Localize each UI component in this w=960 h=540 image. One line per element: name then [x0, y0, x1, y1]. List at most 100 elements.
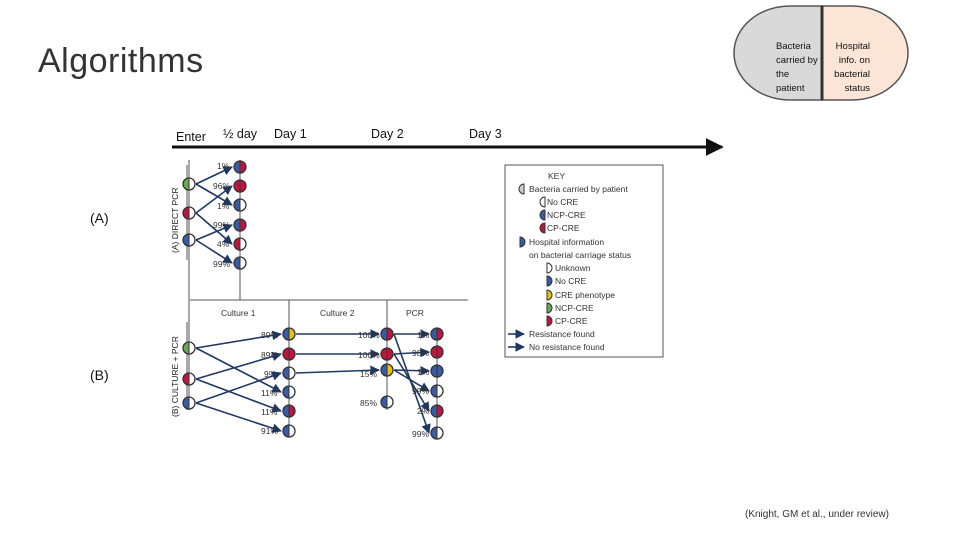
b3-pct-6: 99% — [412, 429, 430, 439]
section-b-label: (B) — [90, 367, 109, 383]
b3-pct-4: 99% — [412, 386, 430, 396]
connector-arrow — [195, 185, 233, 214]
key-item-no-cre-2: No CRE — [555, 276, 587, 286]
connector-arrow — [195, 351, 282, 380]
b-col1-circle-6 — [282, 424, 296, 438]
b3-pct-2: 98% — [412, 348, 430, 358]
connector-arrow — [195, 223, 233, 241]
connector-arrow — [195, 183, 233, 206]
key-item-carriage-status: on bacterial carriage status — [529, 250, 632, 260]
b2-pct-4: 85% — [360, 398, 378, 408]
timeline-label-day1: Day 1 — [274, 127, 307, 141]
b1-pct-1: 89% — [261, 330, 279, 340]
key-hospital-info-icon — [519, 236, 526, 248]
b-col2-circle-4 — [380, 395, 394, 409]
key-no-cre-icon — [539, 196, 546, 208]
b-col1-circle-3 — [282, 366, 296, 380]
stage-culture2: Culture 2 — [320, 308, 355, 318]
a-pct-4: 99% — [213, 220, 231, 230]
key-item-ncp-cre-2: NCP-CRE — [555, 303, 594, 313]
b-col3-circle-2 — [430, 345, 444, 359]
b2-pct-3: 15% — [360, 369, 378, 379]
timeline-label-half-day: ½ day — [223, 127, 258, 141]
b-col3-circle-5 — [430, 404, 444, 418]
state-circles — [182, 160, 444, 440]
a-start-circle-3 — [182, 233, 196, 247]
key-bacteria-icon — [518, 183, 525, 195]
key-item-resistance-found: Resistance found — [529, 329, 595, 339]
key-item-ncp-cre: NCP-CRE — [547, 210, 586, 220]
b-col1-circle-1 — [282, 327, 296, 341]
b-col3-circle-4 — [430, 384, 444, 398]
b-col1-circle-5 — [282, 404, 296, 418]
key-icons — [518, 183, 553, 327]
a-start-circle-2 — [182, 206, 196, 220]
a-end-circle-3 — [233, 198, 247, 212]
b-start-circle-1 — [182, 341, 196, 355]
a-pct-2: 96% — [213, 181, 231, 191]
b3-pct-5: 2% — [417, 406, 430, 416]
key-cp-cre-icon — [539, 222, 546, 234]
connector-arrow — [195, 347, 282, 393]
b-start-circle-2 — [182, 372, 196, 386]
b-col2-circle-3 — [380, 363, 394, 377]
b-start-circle-3 — [182, 396, 196, 410]
legend-right-text: Hospital info. on bacterial status — [834, 41, 870, 94]
b-col2-circle-2 — [380, 347, 394, 361]
timeline-label-day3: Day 3 — [469, 127, 502, 141]
key-item-cp-cre: CP-CRE — [547, 223, 580, 233]
a-pct-6: 99% — [213, 259, 231, 269]
b3-pct-1: 1% — [417, 330, 430, 340]
stage-pcr: PCR — [406, 308, 424, 318]
connector-arrow — [295, 365, 380, 376]
connector-arrow — [393, 333, 431, 434]
section-a-label: (A) — [90, 210, 109, 226]
connector-arrow — [195, 212, 233, 245]
a-end-circle-2 — [233, 179, 247, 193]
connector-arrow — [195, 239, 233, 264]
key-item-no-cre: No CRE — [547, 197, 579, 207]
connector-arrow — [393, 369, 430, 392]
key-unknown-icon — [546, 262, 553, 274]
b-col1-circle-4 — [282, 385, 296, 399]
a-end-circle-1 — [233, 160, 247, 174]
section-a-side-label: (A) DIRECT PCR — [170, 187, 180, 254]
connector-arrow — [195, 371, 282, 404]
key-item-hospital-info: Hospital information — [529, 237, 605, 247]
b-col3-circle-6 — [430, 426, 444, 440]
key-no-cre-2-icon — [546, 275, 553, 287]
b1-pct-3: 9% — [264, 369, 277, 379]
b1-pct-2: 89% — [261, 350, 279, 360]
a-pct-3: 1% — [217, 201, 230, 211]
key-title: KEY — [548, 171, 566, 181]
connector-arrow — [393, 347, 430, 358]
connector-arrow — [195, 166, 233, 185]
legend-left-text: Bacteria carried by the patient — [776, 41, 818, 94]
a-end-circle-4 — [233, 218, 247, 232]
key-cre-phenotype-icon — [546, 289, 553, 301]
a-pct-5: 4% — [217, 239, 230, 249]
key-box — [504, 164, 664, 358]
section-b-side-label: (B) CULTURE + PCR — [170, 336, 180, 417]
a-end-circle-6 — [233, 256, 247, 270]
legend-oval — [733, 5, 909, 101]
b1-pct-6: 91% — [261, 426, 279, 436]
stage-culture1: Culture 1 — [221, 308, 256, 318]
b2-pct-1: 100% — [358, 330, 380, 340]
connector-arrow — [195, 402, 282, 433]
a-start-circle-1 — [182, 177, 196, 191]
b-col2-circle-1 — [380, 327, 394, 341]
b-col1-circle-2 — [282, 347, 296, 361]
key-item-unknown: Unknown — [555, 263, 591, 273]
key-item-no-resistance: No resistance found — [529, 342, 605, 352]
key-item-cre-phenotype: CRE phenotype — [555, 290, 616, 300]
key-ncp-cre-2-icon — [546, 302, 553, 314]
connector-arrow — [195, 378, 282, 413]
b1-pct-4: 11% — [261, 388, 278, 398]
key-item-bacteria: Bacteria carried by patient — [529, 184, 628, 194]
connector-arrow — [393, 365, 430, 376]
key-ncp-cre-icon — [539, 209, 546, 221]
timeline-label-enter: Enter — [176, 130, 206, 144]
a-end-circle-5 — [233, 237, 247, 251]
